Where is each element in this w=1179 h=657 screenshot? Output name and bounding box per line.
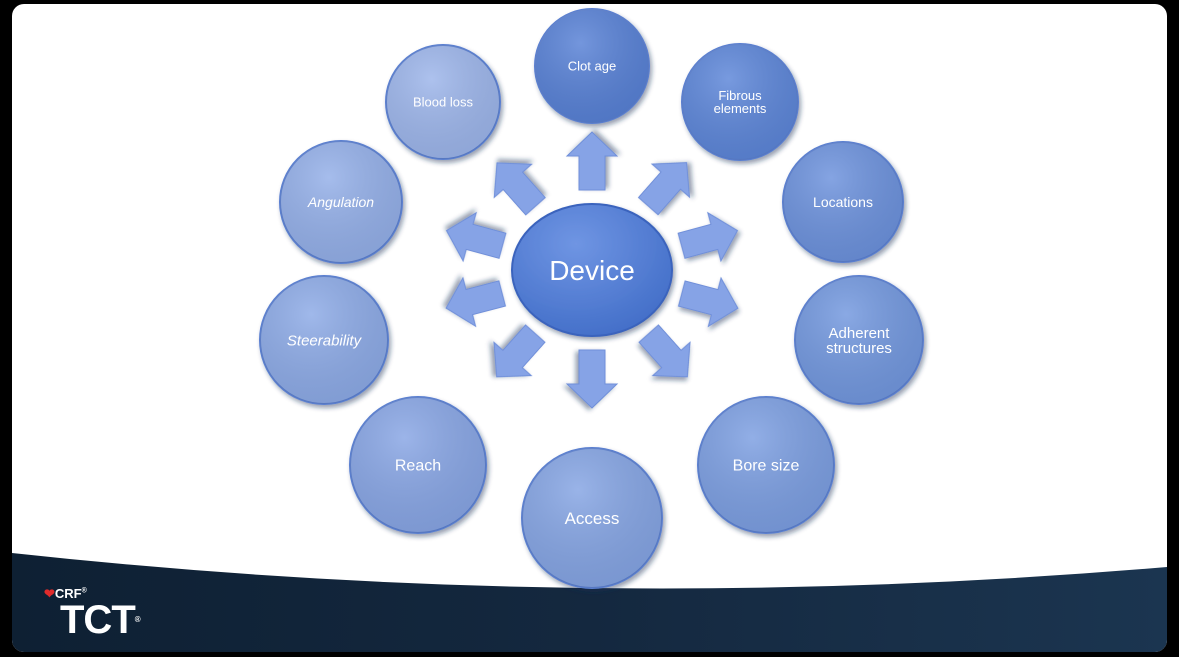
arrow-adherent-structures <box>677 276 739 328</box>
node-label-fibrous-elements: Fibrous <box>718 88 762 103</box>
node-locations: Locations <box>782 141 904 263</box>
nodes-layer: Clot ageFibrouselementsLocationsAdherent… <box>259 8 924 589</box>
node-label-steerability: Steerability <box>287 332 363 349</box>
center-layer: Device <box>511 203 673 337</box>
tct-text: TCT <box>60 598 136 642</box>
node-clot-age: Clot age <box>534 8 650 124</box>
node-reach: Reach <box>349 396 487 534</box>
crf-registered-mark: ® <box>81 587 87 595</box>
arrow-clot-age <box>565 131 619 191</box>
arrow-fibrous-elements <box>637 162 691 216</box>
node-steerability: Steerability <box>259 275 389 405</box>
arrow-reach <box>493 324 546 378</box>
arrow-bore-size <box>638 324 691 378</box>
node-blood-loss: Blood loss <box>385 44 501 160</box>
node-bore-size: Bore size <box>697 396 835 534</box>
crf-logo: ❤CRF® <box>44 586 87 602</box>
center-device-label: Device <box>549 255 635 286</box>
node-label-clot-age: Clot age <box>568 59 616 74</box>
center-device-node: Device <box>511 203 673 337</box>
tct-brand: TCT® <box>60 598 141 642</box>
arrows-layer <box>445 131 739 409</box>
crf-text: CRF <box>54 586 82 601</box>
node-label-bore-size: Bore size <box>733 458 800 475</box>
node-angulation: Angulation <box>279 140 403 264</box>
arrow-blood-loss <box>493 162 546 216</box>
node-label-locations: Locations <box>813 194 873 210</box>
node-label-angulation: Angulation <box>307 194 374 210</box>
arrow-locations <box>677 211 739 263</box>
node-label-adherent-structures: Adherent <box>829 325 891 342</box>
arrow-steerability <box>445 276 507 328</box>
node-label-fibrous-elements: elements <box>714 101 767 116</box>
arrow-access <box>565 349 619 409</box>
node-label-adherent-structures: structures <box>826 340 892 357</box>
node-label-reach: Reach <box>395 458 441 475</box>
tct-registered-mark: ® <box>134 615 141 624</box>
arrow-angulation <box>445 211 507 263</box>
node-label-access: Access <box>565 509 620 528</box>
node-access: Access <box>521 447 663 589</box>
node-label-blood-loss: Blood loss <box>413 95 473 110</box>
heart-icon: ❤ <box>44 586 55 601</box>
